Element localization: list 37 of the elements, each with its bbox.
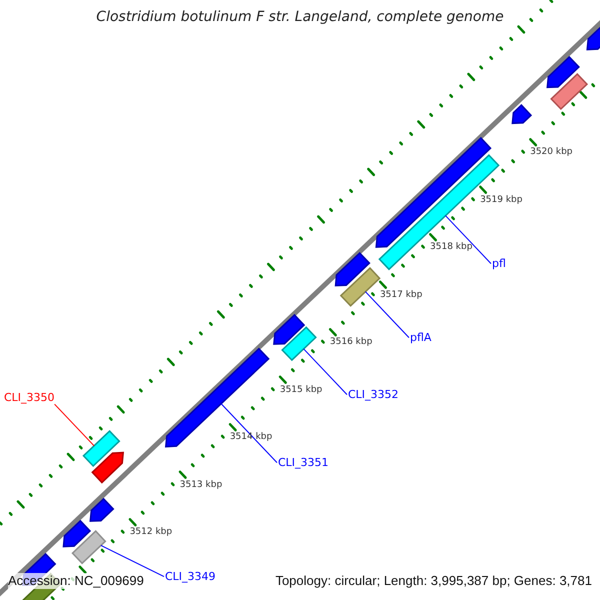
gene-feature	[91, 452, 124, 484]
leader-line	[303, 348, 348, 396]
scale-label: 3514 kbp	[230, 432, 272, 443]
accession-text: Accession: NC_009699	[8, 573, 144, 589]
gene-label: pflA	[410, 331, 432, 344]
gene-block	[281, 326, 317, 362]
title: Clostridium botulinum F str. Langeland, complete genome	[95, 9, 505, 26]
leader-line	[100, 544, 164, 578]
gene-block	[82, 430, 120, 468]
gene-feature	[62, 520, 92, 548]
gene-label: CLI_3352	[348, 388, 399, 402]
gene-feature	[164, 348, 270, 448]
leader-line	[364, 291, 410, 338]
scale-label: 3518 kbp	[430, 242, 472, 254]
gene-label: pfl	[492, 257, 506, 270]
gene-feature	[334, 252, 370, 286]
gene-feature	[546, 56, 580, 88]
genome-summary: Topology: circular; Length: 3,995,387 bp; Genes: 3,781	[275, 573, 592, 589]
scale-label: 3517 kbp	[380, 290, 422, 301]
gene-feature	[273, 314, 306, 345]
gene-feature	[89, 498, 114, 522]
gene-label: CLI_3350	[4, 391, 55, 404]
gene-block	[71, 530, 106, 564]
scale-label: 3519 kbp	[480, 194, 522, 206]
gene-block	[550, 73, 588, 110]
gene-label: CLI_3351	[278, 456, 329, 470]
scale-label: 3515 kbp	[280, 384, 322, 396]
gene-feature	[512, 104, 532, 124]
scale-label: 3512 kbp	[130, 527, 172, 538]
leader-line	[220, 403, 278, 464]
leader-line	[54, 404, 95, 446]
scale-label: 3516 kbp	[330, 337, 372, 348]
scale-label: 3520 kbp	[530, 147, 573, 158]
scale-label: 3513 kbp	[180, 480, 222, 490]
gene-block	[340, 267, 381, 307]
gene-label: CLI_3349	[165, 570, 216, 584]
leader-line	[445, 215, 492, 264]
